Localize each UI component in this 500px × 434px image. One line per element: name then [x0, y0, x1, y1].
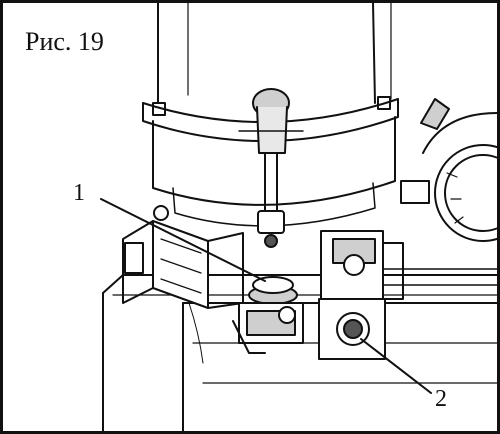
- pressure-gauge: [400, 98, 497, 242]
- vent-handle: [238, 88, 304, 248]
- callout-label-2: 2: [435, 386, 447, 412]
- callout-label-1: 1: [73, 180, 85, 206]
- figure-caption: Рис. 19: [25, 29, 108, 57]
- central-fitting: [232, 276, 304, 354]
- valve-block-left: [122, 205, 244, 309]
- callout-1-leader: [100, 198, 266, 282]
- pipe: [382, 268, 497, 286]
- technical-drawing: [100, 3, 497, 431]
- callout-2-leader: [360, 338, 432, 394]
